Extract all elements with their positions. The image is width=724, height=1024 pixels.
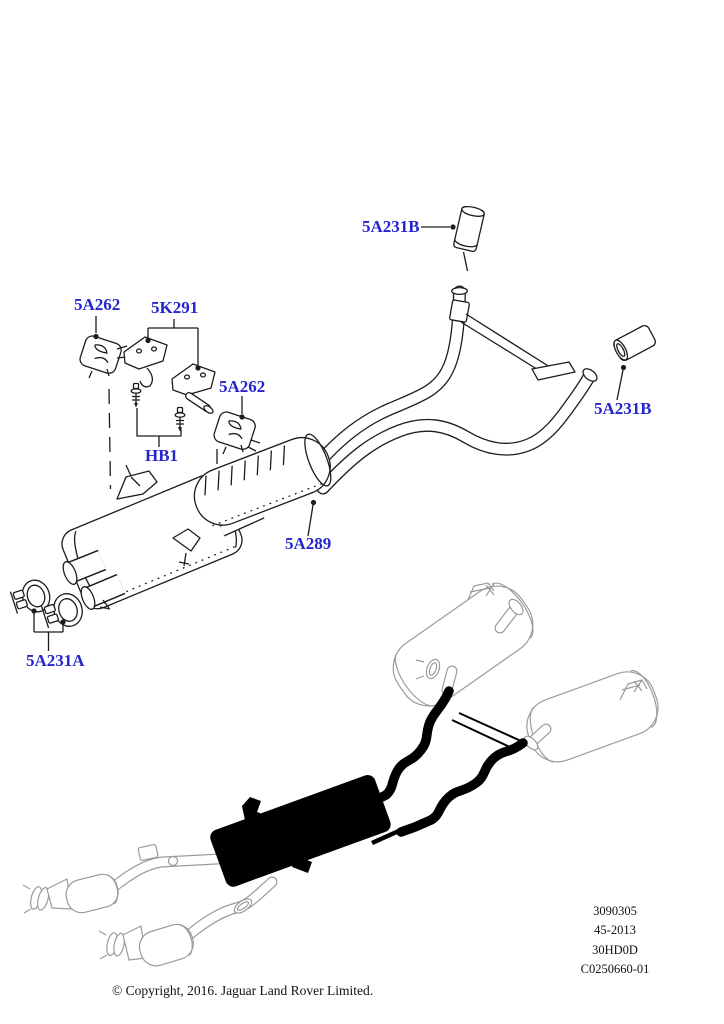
reference-line-3: 30HD0D	[592, 942, 638, 957]
part-label-5A231B-top[interactable]: 5A231B	[362, 217, 420, 236]
part-label-5A231B-right[interactable]: 5A231B	[594, 399, 652, 418]
catalyst-left	[22, 844, 224, 914]
assembled-view	[22, 582, 659, 967]
part-label-HB1[interactable]: HB1	[145, 446, 179, 465]
part-label-5A289[interactable]: 5A289	[285, 534, 332, 553]
clamp-1	[9, 579, 51, 614]
leader-lines	[31, 224, 627, 651]
reference-line-2: 45-2013	[594, 923, 636, 938]
muffler-inlet-pipes	[62, 549, 126, 610]
pipe-stay-bracket	[449, 299, 576, 381]
rear-muffler-right	[523, 670, 659, 763]
insulator-top	[453, 205, 485, 272]
clamp-2	[40, 593, 83, 629]
exploded-view	[9, 205, 656, 651]
bracket-plate-2	[171, 363, 216, 414]
catalyst-right	[98, 876, 278, 967]
dashed-line-left	[108, 388, 112, 490]
highlighted-centre-section	[210, 686, 528, 887]
reference-code-block: 3090305 45-2013 30HD0D C0250660-01	[556, 902, 674, 980]
part-label-5A231A[interactable]: 5A231A	[26, 651, 85, 670]
reference-line-1: 3090305	[593, 904, 637, 918]
tail-pipes	[306, 285, 598, 495]
stud-bolt-1	[130, 382, 142, 408]
resonator	[193, 433, 332, 527]
part-label-5A262-right[interactable]: 5A262	[219, 377, 266, 396]
stud-bolt-2	[174, 406, 186, 432]
part-label-5A262-left[interactable]: 5A262	[74, 295, 121, 314]
copyright-notice: © Copyright, 2016. Jaguar Land Rover Lim…	[112, 983, 374, 998]
insulator-rear	[613, 325, 656, 361]
reference-line-4: C0250660-01	[580, 962, 650, 977]
isolator-left	[79, 335, 128, 379]
rear-muffler-left	[392, 582, 534, 707]
isolator-right	[213, 411, 261, 455]
bracket-plate-1	[123, 336, 168, 388]
part-label-5K291[interactable]: 5K291	[151, 298, 199, 317]
